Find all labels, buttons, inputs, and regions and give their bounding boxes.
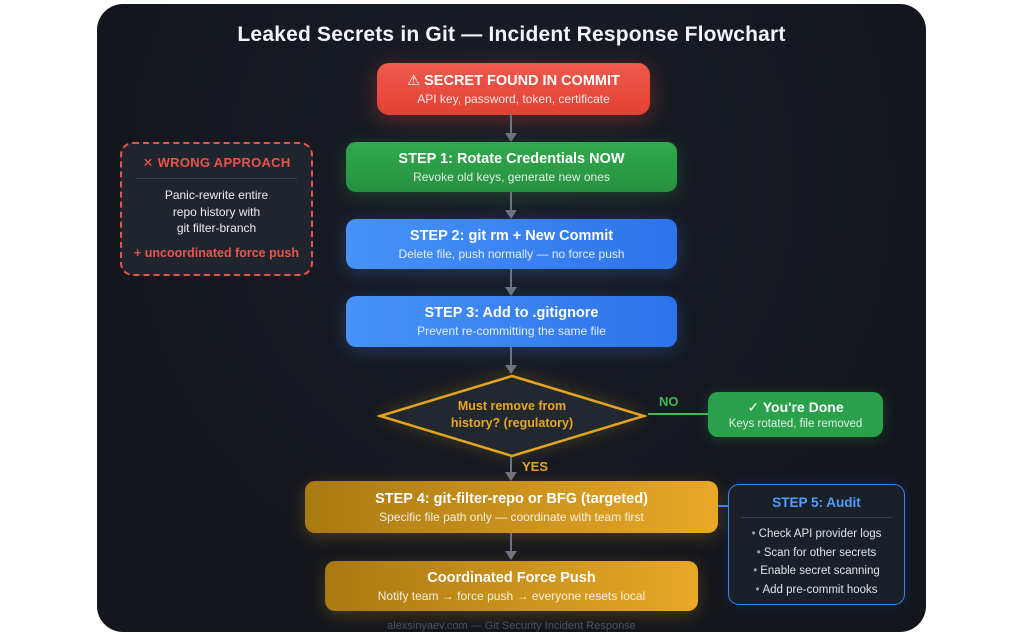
step3-title: STEP 3: Add to .gitignore (424, 305, 599, 321)
step2-node: STEP 2: git rm + New Commit Delete file,… (346, 219, 677, 269)
flow-arrow-line (510, 457, 512, 473)
step4-title: STEP 4: git-filter-repo or BFG (targeted… (375, 490, 648, 507)
audit-item-text: Check API provider logs (758, 528, 882, 540)
alert-subtitle: API key, password, token, certificate (417, 91, 610, 106)
decision-line2: history? (regulatory) (450, 416, 574, 430)
step3-subtitle: Prevent re-committing the same file (417, 324, 606, 338)
no-branch-line (648, 413, 708, 415)
arrow-down-icon (505, 133, 517, 142)
step5-audit-node: STEP 5: Audit •Check API provider logs •… (728, 484, 905, 605)
flow-arrow-line (510, 192, 512, 211)
flow-arrow-line (510, 533, 512, 552)
wrong-approach-line: Panic-rewrite entire (164, 188, 269, 202)
bullet-icon: • (751, 528, 756, 540)
wrong-approach-title: ✕ WRONG APPROACH (122, 155, 311, 171)
divider (741, 517, 892, 518)
audit-item: •Add pre-commit hooks (729, 581, 904, 600)
done-subtitle: Keys rotated, file removed (728, 418, 863, 430)
force-push-title: Coordinated Force Push (427, 569, 596, 586)
x-icon: ✕ (142, 155, 154, 170)
audit-item: •Check API provider logs (729, 525, 904, 544)
audit-item: •Scan for other secrets (729, 544, 904, 563)
wrong-approach-node: ✕ WRONG APPROACH Panic-rewrite entire re… (120, 142, 313, 276)
step4-subtitle: Specific file path only — coordinate wit… (379, 509, 644, 524)
step1-subtitle: Revoke old keys, generate new ones (413, 169, 610, 184)
arrow-down-icon (505, 551, 517, 560)
bullet-icon: • (753, 565, 758, 577)
force-push-subtitle: Notify team → force push → everyone rese… (377, 588, 646, 603)
alert-title-text: SECRET FOUND IN COMMIT (424, 72, 620, 89)
wrong-approach-title-text: WRONG APPROACH (157, 155, 291, 170)
arrow-down-icon (505, 210, 517, 219)
divider (136, 178, 297, 179)
done-title: ✓ You're Done (747, 399, 843, 416)
step1-title: STEP 1: Rotate Credentials NOW (398, 150, 625, 167)
step5-title: STEP 5: Audit (772, 495, 861, 510)
done-node: ✓ You're Done Keys rotated, file removed (708, 392, 883, 437)
wrong-approach-line: git filter-branch (176, 221, 257, 235)
no-branch-label: NO (659, 394, 679, 409)
audit-item-text: Add pre-commit hooks (762, 583, 878, 596)
decision-line1: Must remove from (457, 399, 567, 413)
alert-title: ⚠ SECRET FOUND IN COMMIT (407, 73, 620, 89)
bullet-icon: • (755, 583, 760, 596)
flow-arrow-line (510, 114, 512, 134)
decision-label: Must remove from history? (regulatory) (402, 398, 622, 432)
footer-credit: alexsinyaev.com — Git Security Incident … (387, 620, 636, 632)
bullet-icon: • (756, 546, 761, 559)
audit-item-text: Scan for other secrets (763, 546, 877, 559)
step3-node: STEP 3: Add to .gitignore Prevent re-com… (346, 296, 677, 347)
decision-diamond (377, 374, 647, 458)
step2-subtitle: Delete file, push normally — no force pu… (398, 246, 625, 261)
page-title: Leaked Secrets in Git — Incident Respons… (237, 23, 786, 46)
wrong-approach-line: repo history with (172, 204, 261, 219)
step2-title: STEP 2: git rm + New Commit (409, 227, 614, 244)
step4-node: STEP 4: git-filter-repo or BFG (targeted… (305, 481, 718, 533)
yes-branch-label: YES (522, 459, 549, 474)
force-push-node: Coordinated Force Push Notify team → for… (325, 561, 698, 611)
arrow-down-icon (505, 287, 517, 296)
audit-item: •Enable secret scanning (729, 562, 904, 581)
arrow-down-icon (505, 365, 517, 374)
wrong-approach-warning: + uncoordinated force push (134, 245, 299, 260)
step4-audit-connector (718, 505, 728, 507)
step1-node: STEP 1: Rotate Credentials NOW Revoke ol… (346, 142, 677, 192)
warning-icon: ⚠ (407, 72, 421, 89)
alert-node: ⚠ SECRET FOUND IN COMMIT API key, passwo… (377, 63, 650, 115)
flow-arrow-line (510, 269, 512, 288)
flow-arrow-line (510, 347, 512, 366)
check-icon: ✓ (747, 399, 760, 415)
audit-item-text: Enable secret scanning (760, 565, 880, 577)
arrow-down-icon (505, 472, 517, 481)
done-title-text: You're Done (762, 399, 844, 415)
